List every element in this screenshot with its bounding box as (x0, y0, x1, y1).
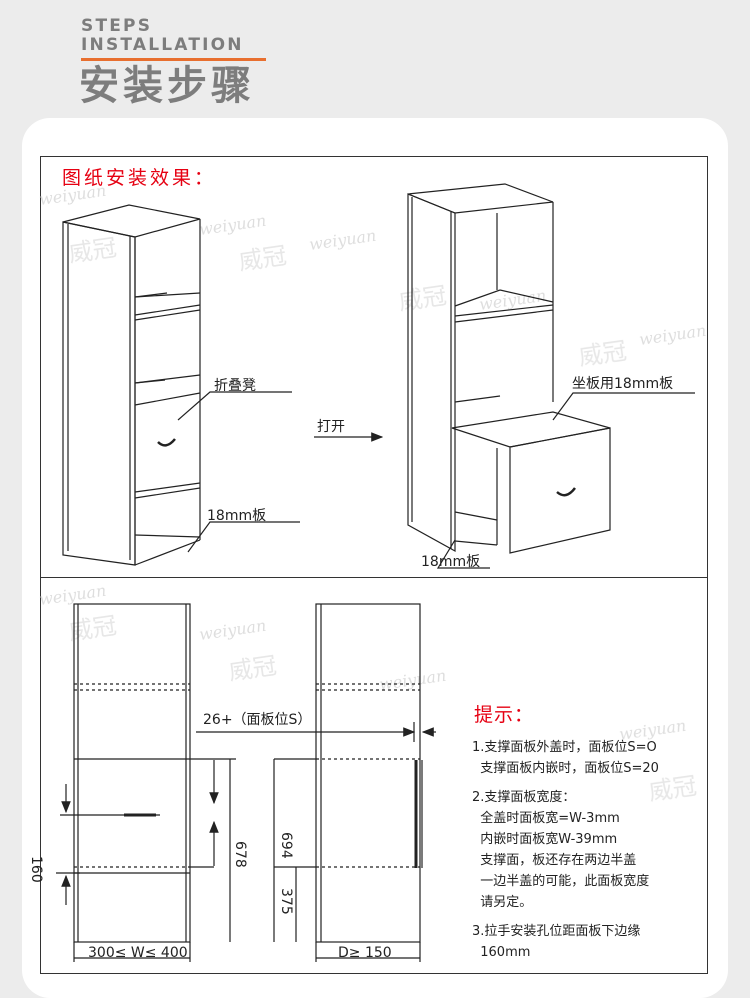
leader-board-left (187, 521, 300, 553)
watermark-text: weiyuan (38, 581, 107, 609)
label-open: 打开 (317, 419, 345, 435)
leader-board-right (436, 539, 490, 569)
label-board-right: 18mm板 (421, 554, 481, 570)
leader-stool (177, 391, 292, 421)
label-panel-position: 26+（面板位S） (203, 712, 312, 728)
content-card (22, 118, 728, 998)
label-folding-stool: 折叠凳 (214, 378, 256, 394)
tip-line: 160mm (472, 945, 531, 960)
watermark-cn-text: 威冠 (577, 337, 628, 371)
label-seat-board: 坐板用18mm板 (572, 376, 674, 392)
tips-title: 提示： (474, 704, 535, 726)
dim-678: 678 (232, 841, 248, 868)
watermark-text: weiyuan (198, 211, 267, 239)
watermark-cn-text: 威冠 (647, 772, 698, 806)
watermark-text: weiyuan (308, 226, 377, 254)
watermark-text: weiyuan (638, 321, 707, 349)
watermark-cn-text: 威冠 (67, 612, 118, 646)
tip-line: 全盖时面板宽=W-3mm (472, 811, 620, 826)
leader-seat (552, 392, 695, 421)
tip-line: 请另定。 (472, 895, 533, 910)
header-title-en-line1: STEPS (81, 16, 153, 36)
cabinet-open (407, 183, 611, 554)
installation-diagram: weiyuan weiyuan weiyuan weiyuan weiyuan … (38, 181, 707, 962)
section-divider (40, 577, 708, 579)
cabinet-closed (62, 204, 201, 566)
tip-line: 支撑面板内嵌时，面板位S=20 (472, 761, 659, 776)
watermark: weiyuan weiyuan weiyuan weiyuan weiyuan … (38, 181, 707, 744)
tip-line: 3.拉手安装孔位距面板下边缘 (472, 924, 641, 939)
watermark-text: weiyuan (198, 616, 267, 644)
tip-line: 内嵌时面板宽W-39mm (472, 832, 618, 847)
tip-line: 一边半盖的可能，此面板宽度 (472, 874, 650, 889)
header-title-en: STEPS INSTALLATION (81, 17, 244, 55)
label-depth-min: D≥ 150 (338, 945, 392, 961)
watermark-cn-text: 威冠 (227, 652, 278, 686)
side-view (196, 603, 436, 962)
diagram-frame (40, 156, 708, 974)
tip-line: 支撑面，板还存在两边半盖 (472, 853, 637, 868)
tip-line: 1.支撑面板外盖时，面板位S=O (472, 740, 657, 755)
front-view (56, 603, 236, 962)
header-title-en-line2: INSTALLATION (81, 35, 244, 55)
dim-694: 694 (278, 832, 294, 859)
watermark-cn: 威冠 威冠 威冠 威冠 威冠 威冠 威冠 (67, 234, 698, 806)
dim-160: 160 (28, 856, 44, 883)
watermark-cn-text: 威冠 (237, 242, 288, 276)
watermark-cn-text: 威冠 (67, 234, 118, 268)
tip-line: 2.支撑面板宽度： (472, 790, 576, 805)
label-width-range: 300≤ W≤ 400 (88, 945, 188, 961)
header-accent-rule (81, 58, 266, 61)
label-board-left: 18mm板 (207, 508, 267, 524)
header-title-cn: 安装步骤 (79, 63, 255, 109)
section-title-effect: 图纸安装效果： (62, 167, 217, 189)
dim-375: 375 (278, 888, 294, 915)
watermark-cn-text: 威冠 (397, 282, 448, 316)
